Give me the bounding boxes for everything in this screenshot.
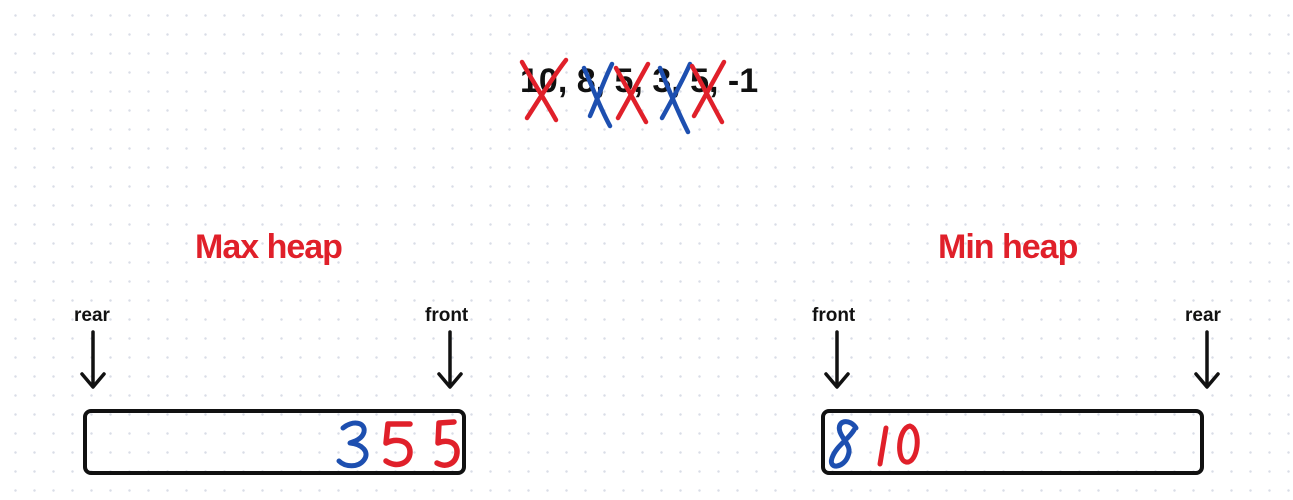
max-heap-value-3 <box>336 420 369 469</box>
min-heap-front-arrow-icon <box>824 330 850 389</box>
min-heap-queue-box <box>821 409 1204 475</box>
cross-out-blue-2b <box>659 61 693 121</box>
cross-out-red-1b <box>524 57 569 121</box>
min-heap-value-10-one <box>877 425 889 467</box>
cross-out-red-1 <box>519 59 559 123</box>
min-heap-value-8 <box>828 419 859 469</box>
max-heap-value-5b <box>434 419 460 468</box>
max-heap-value-5a <box>383 421 413 468</box>
min-heap-rear-arrow-icon <box>1194 330 1220 389</box>
max-heap-front-arrow-icon <box>437 330 463 389</box>
max-heap-rear-label: rear <box>74 305 110 326</box>
min-heap-front-label: front <box>812 305 856 326</box>
cross-out-red-2b <box>615 61 651 121</box>
min-heap-value-10-zero <box>897 423 920 465</box>
min-heap-rear-label: rear <box>1185 305 1221 326</box>
cross-out-blue-1b <box>587 61 615 119</box>
cross-out-red-3b <box>691 59 727 119</box>
max-heap-queue-box <box>83 409 466 475</box>
min-heap-title: Min heap <box>938 228 1078 266</box>
max-heap-rear-arrow-icon <box>80 330 106 389</box>
max-heap-front-label: front <box>425 305 469 326</box>
max-heap-title: Max heap <box>195 228 343 266</box>
